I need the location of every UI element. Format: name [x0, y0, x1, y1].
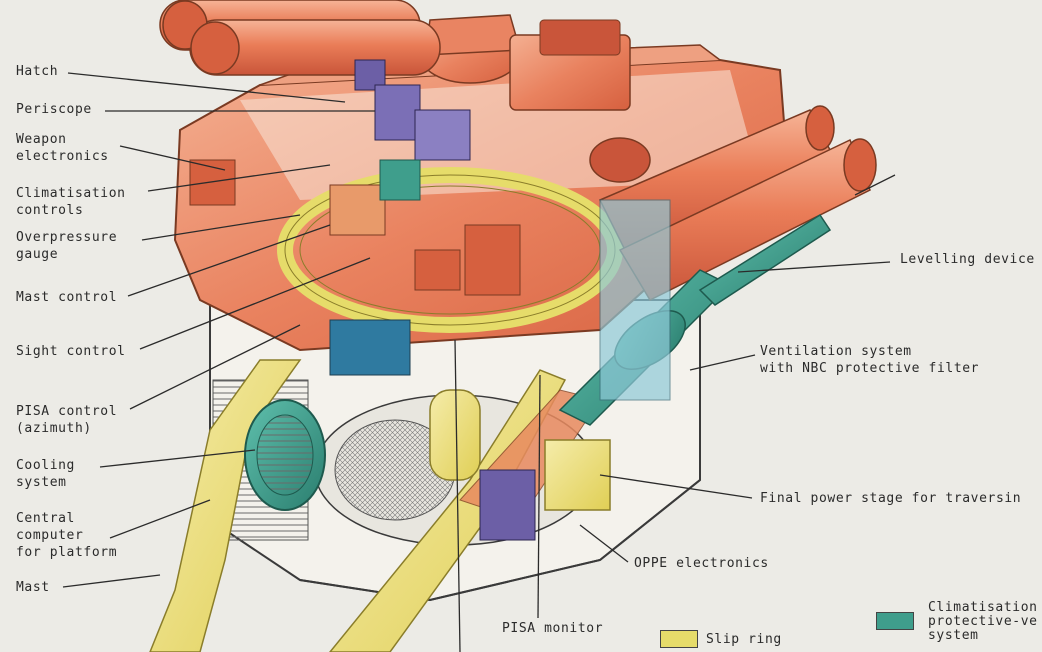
label-hatch: Hatch: [16, 64, 59, 79]
cooling-unit: [244, 399, 326, 511]
ventilation-unit: [558, 199, 832, 426]
legend-label-slip-ring: Slip ring: [706, 632, 782, 647]
label-mast-control: Mast control: [16, 290, 118, 305]
label-cooling-system: Cooling system: [16, 458, 75, 490]
launcher-tubes-left: [159, 0, 441, 76]
label-pisa-monitor: PISA monitor: [502, 621, 604, 636]
label-sight-control: Sight control: [16, 344, 126, 359]
label-periscope: Periscope: [16, 102, 92, 117]
label-ventilation-system: Ventilation system with NBC protective f…: [760, 344, 980, 376]
control-panels: [189, 159, 521, 296]
label-central-computer: Central computer for platform: [16, 511, 118, 560]
power-boxes: [429, 389, 611, 511]
label-weapon-electronics: Weapon electronics: [16, 132, 109, 164]
electronics-boxes: [329, 59, 536, 541]
legend-swatch-slip-ring: [660, 630, 698, 648]
label-overpressure-gauge: Overpressure gauge: [16, 230, 118, 262]
sight-head: [419, 14, 631, 111]
label-levelling-device: Levelling device: [900, 252, 1035, 267]
label-oppe-electronics: OPPE electronics: [634, 556, 769, 571]
label-climatisation-controls: Climatisation controls: [16, 186, 126, 218]
label-pisa-control: PISA control (azimuth): [16, 404, 118, 436]
label-mast: Mast: [16, 580, 50, 595]
legend-label-climatisation: Climatisation protective-ve system: [928, 600, 1038, 643]
leader-lines: [62, 72, 896, 652]
label-final-power-stage: Final power stage for traversin: [760, 491, 1022, 506]
legend-swatch-climatisation: [876, 612, 914, 630]
